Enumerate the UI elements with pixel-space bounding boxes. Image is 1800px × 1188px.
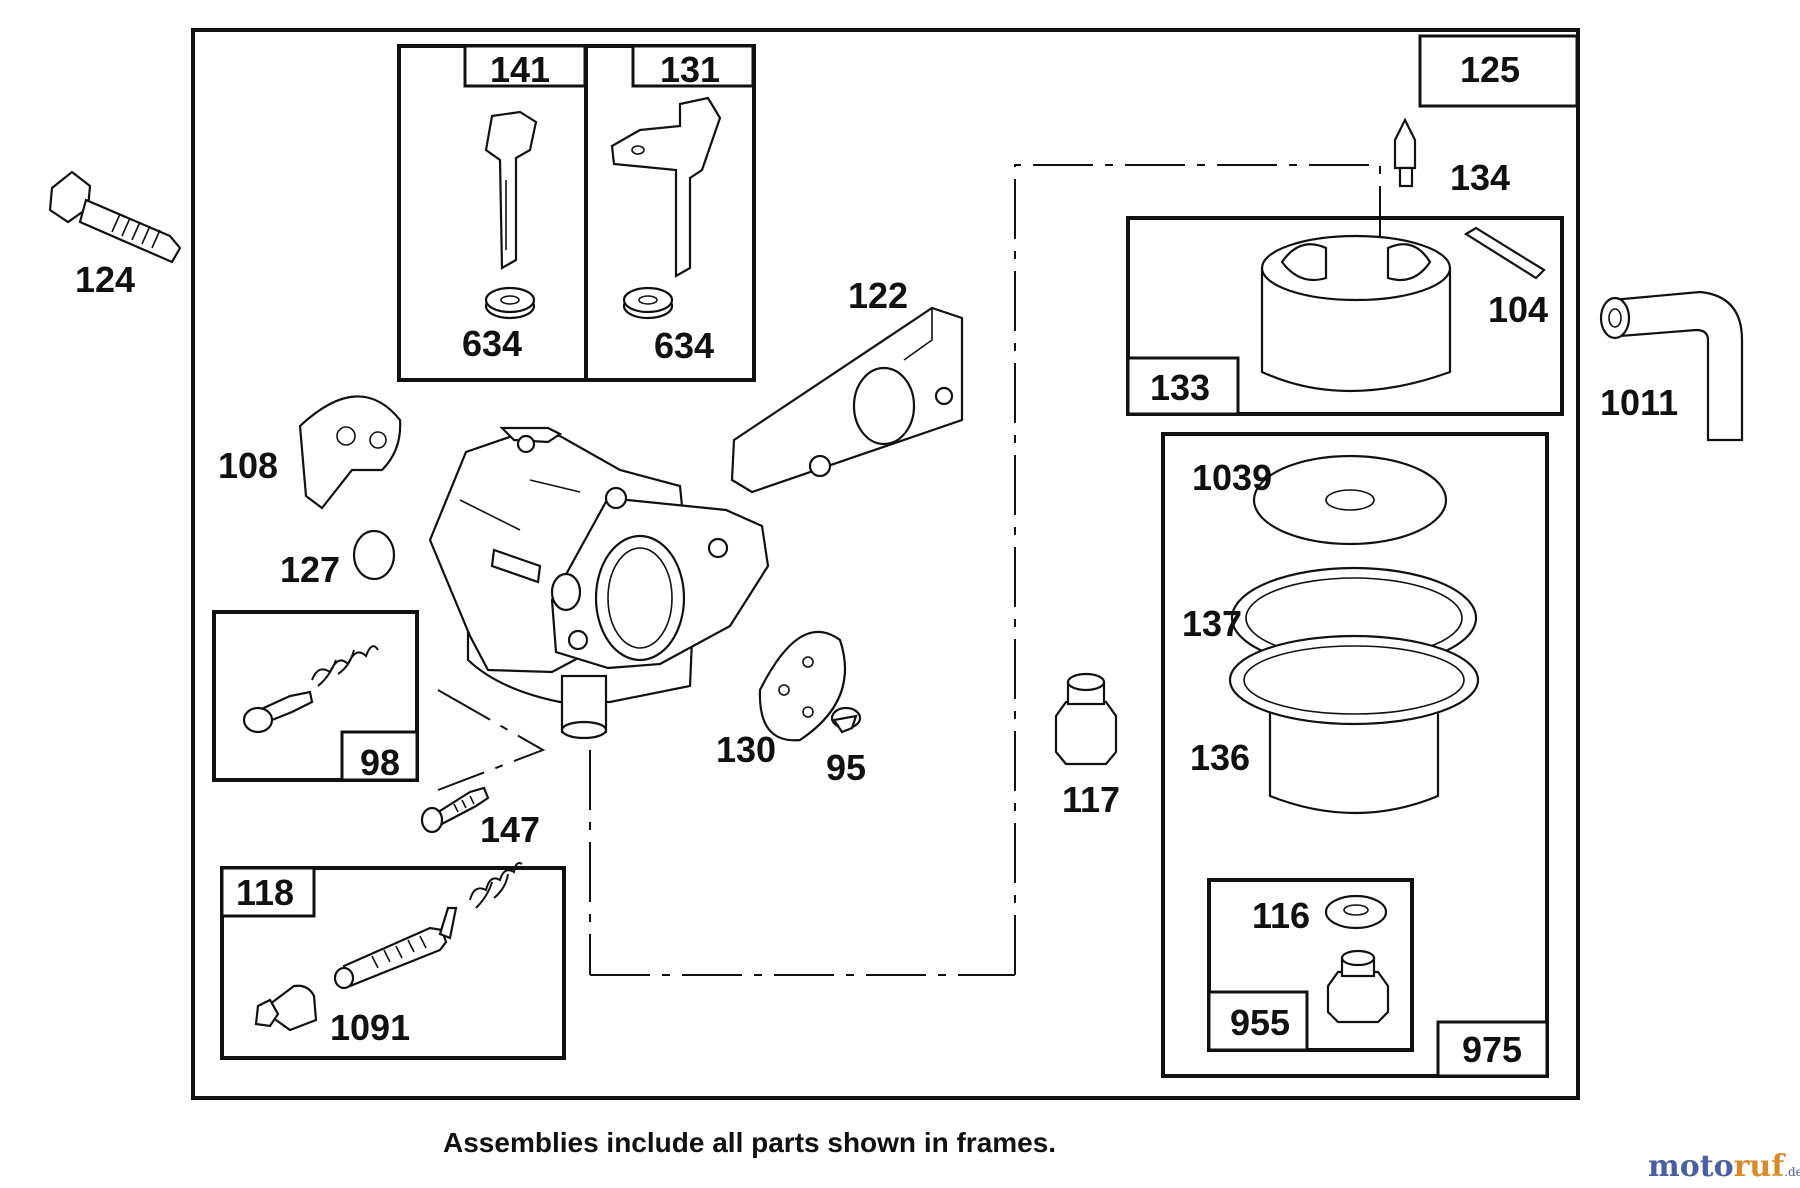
part-label-1091: 1091: [330, 1007, 410, 1048]
watermark-part1: moto: [1648, 1149, 1734, 1184]
assembly-label-975: 975: [1462, 1029, 1522, 1070]
diaphragm-130: [758, 630, 847, 742]
assembly-box-98: [212, 610, 419, 782]
part-label-127: 127: [280, 549, 340, 590]
assembly-box-975: [1161, 432, 1549, 1078]
part-label-104: 104: [1488, 289, 1548, 330]
assembly-box-133: [1126, 216, 1564, 416]
svg-text:motoruf.de: motoruf.de: [1648, 1149, 1800, 1184]
part-label-116: 116: [1252, 895, 1310, 936]
nut-117: [1054, 672, 1118, 766]
part-label-1039: 1039: [1192, 457, 1272, 498]
part-label-634-left: 634: [462, 323, 522, 364]
part-label-122: 122: [848, 275, 908, 316]
assembly-box-118: [220, 862, 566, 1060]
assembly-label-125: 125: [1460, 49, 1520, 90]
part-label-1011: 1011: [1600, 382, 1678, 423]
part-label-147: 147: [480, 809, 540, 850]
assembly-label-118: 118: [236, 872, 294, 913]
bolt-124: [48, 170, 182, 264]
assembly-box-125: [1418, 34, 1579, 108]
screw-95: [830, 706, 862, 734]
part-label-134: 134: [1450, 157, 1510, 198]
watermark-logo: motoruf.de: [1648, 1149, 1800, 1184]
main-frame: [191, 28, 1580, 1100]
watermark-suffix: .de: [1784, 1165, 1800, 1179]
assembly-box-131: [584, 44, 756, 382]
caption: Assemblies include all parts shown in fr…: [443, 1127, 1056, 1158]
carburetor-body: [428, 426, 770, 740]
connection-lines: [437, 164, 1381, 976]
assembly-label-133: 133: [1150, 367, 1210, 408]
assembly-label-98: 98: [360, 742, 400, 783]
part-label-634-right: 634: [654, 325, 714, 366]
assembly-label-141: 141: [490, 49, 550, 90]
screw-147: [420, 786, 490, 834]
part-label-108: 108: [218, 445, 278, 486]
fuel-hose-1011: [1599, 290, 1744, 442]
watermark-part2: ruf: [1734, 1149, 1787, 1184]
part-label-136: 136: [1190, 737, 1250, 778]
part-label-137: 137: [1182, 603, 1242, 644]
needle-134: [1393, 117, 1417, 188]
part-label-95: 95: [826, 747, 866, 788]
plate-108: [298, 395, 402, 510]
part-label-124: 124: [75, 259, 135, 300]
gasket-122: [730, 306, 964, 494]
part-label-117: 117: [1062, 779, 1120, 820]
plug-127: [352, 529, 396, 581]
part-label-130: 130: [716, 729, 776, 770]
assembly-label-131: 131: [660, 49, 720, 90]
assembly-label-955: 955: [1230, 1002, 1290, 1043]
